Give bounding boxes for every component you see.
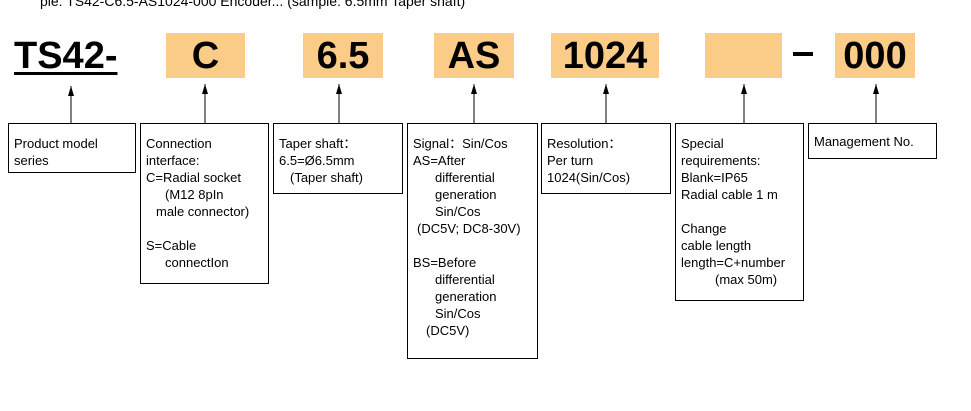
segment-management-no: 000: [835, 33, 915, 78]
segment-resolution: 1024: [551, 33, 659, 78]
segment-signal: AS: [434, 33, 514, 78]
arrowhead-signal: [471, 84, 477, 94]
code-dash-separator: [793, 52, 813, 56]
box-management-no: Management No.: [808, 123, 937, 159]
arrowhead-resolution: [603, 84, 609, 94]
box-special-requirements: Special requirements: Blank=IP65 Radial …: [675, 123, 804, 301]
arrowhead-special: [741, 84, 747, 94]
segment-connection: C: [166, 33, 245, 78]
segment-special-requirements: [705, 33, 782, 78]
arrowhead-management: [873, 84, 879, 94]
box-taper-shaft: Taper shaft： 6.5=Ø6.5mm (Taper shaft): [273, 123, 403, 194]
arrowhead-connection: [202, 84, 208, 94]
box-signal: Signal：Sin/Cos AS=After differential gen…: [407, 123, 538, 359]
model-code-prefix: TS42-: [14, 35, 118, 77]
box-resolution: Resolution： Per turn 1024(Sin/Cos): [541, 123, 671, 194]
arrowhead-shaft: [336, 84, 342, 94]
box-connection-interface: Connection interface: C=Radial socket (M…: [140, 123, 269, 284]
segment-taper-shaft: 6.5: [303, 33, 383, 78]
box-product-model-series: Product model series: [8, 123, 136, 173]
arrowhead-product: [68, 86, 74, 96]
cropped-header-text: ple: TS42-C6.5-AS1024-000 Encoder... (sa…: [40, 0, 466, 9]
